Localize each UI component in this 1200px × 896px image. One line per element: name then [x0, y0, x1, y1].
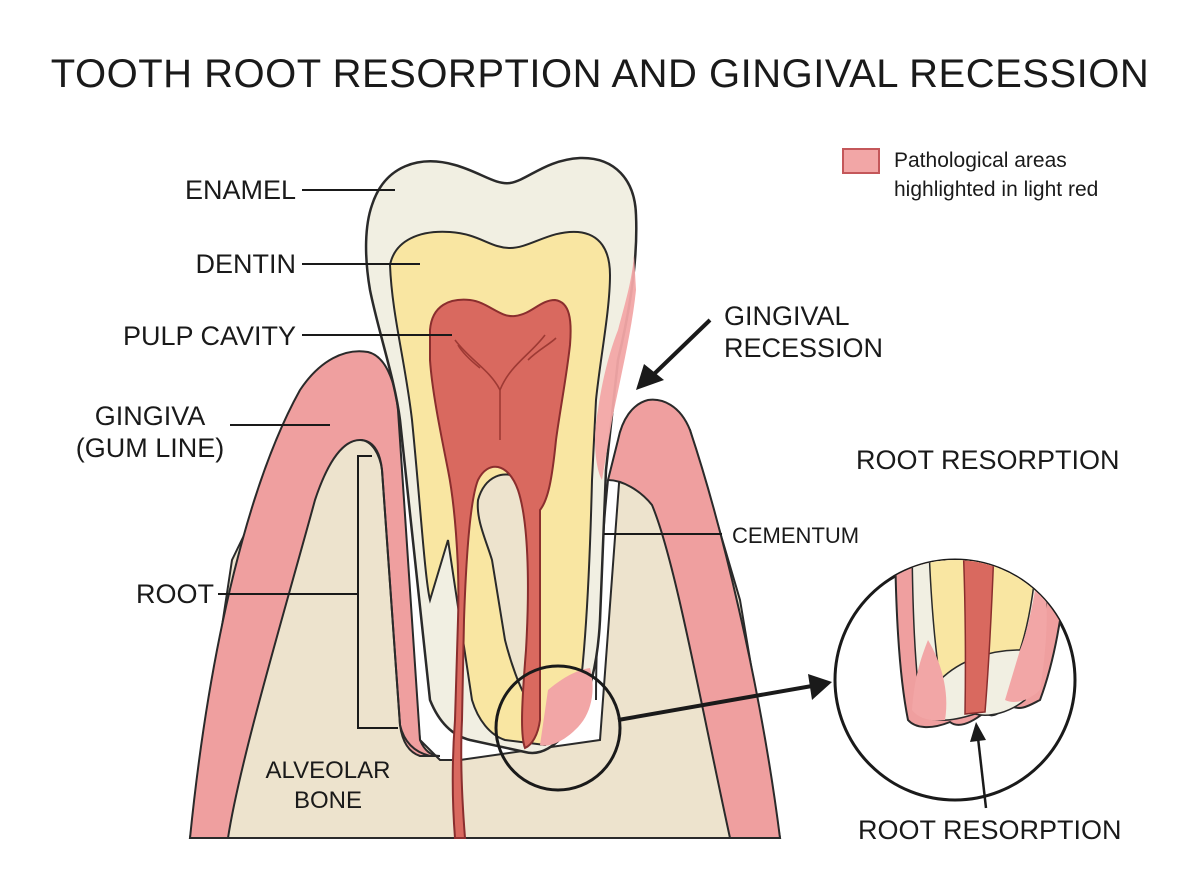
label-gingival-recession-line2: RECESSION	[724, 333, 884, 363]
root-resorption-area	[540, 668, 593, 746]
recession-arrowhead	[636, 364, 664, 390]
label-cementum: CEMENTUM	[732, 523, 860, 548]
label-pulp-cavity: PULP CAVITY	[122, 321, 296, 351]
magnifier-arrow	[617, 684, 813, 722]
legend-text: Pathological areas highlighted in light …	[894, 146, 1098, 204]
root-socket-left	[359, 439, 431, 757]
magnifier-circle	[494, 664, 622, 792]
gingival-recession-area	[595, 255, 636, 480]
gingiva-left	[188, 350, 441, 839]
label-gingival-recession: GINGIVAL RECESSION	[724, 300, 883, 364]
legend-swatch	[842, 148, 880, 174]
pulp-cavity	[429, 298, 572, 839]
label-gingiva-line2: (GUM LINE)	[75, 433, 225, 463]
inset-callout-arrowhead	[970, 722, 986, 742]
label-gingival-recession-line1: GINGIVAL	[724, 301, 850, 331]
inset-callout-line	[976, 737, 988, 809]
label-alveolar-line2: BONE	[293, 787, 362, 814]
label-enamel: ENAMEL	[184, 175, 296, 205]
diagram-title: TOOTH ROOT RESORPTION AND GINGIVAL RECES…	[50, 52, 1150, 96]
label-alveolar-bone: ALVEOLAR BONE	[260, 756, 396, 816]
label-inset-title: ROOT RESORPTION	[856, 445, 1120, 475]
leader-lines	[218, 189, 722, 729]
label-gingiva-line1: GINGIVA	[94, 401, 206, 431]
legend-line-1: Pathological areas	[894, 149, 1067, 172]
label-inset-callout: ROOT RESORPTION	[858, 815, 1122, 845]
label-dentin: DENTIN	[195, 249, 297, 279]
pulp-vessels	[454, 334, 557, 440]
recession-arrow	[650, 318, 712, 378]
label-gingiva: GINGIVA (GUM LINE)	[74, 400, 226, 464]
label-alveolar-line1: ALVEOLAR	[265, 757, 391, 784]
label-root: ROOT	[136, 579, 214, 609]
legend-line-2: highlighted in light red	[894, 178, 1099, 201]
magnifier-arrowhead	[808, 674, 832, 700]
gingiva-right	[606, 398, 782, 839]
